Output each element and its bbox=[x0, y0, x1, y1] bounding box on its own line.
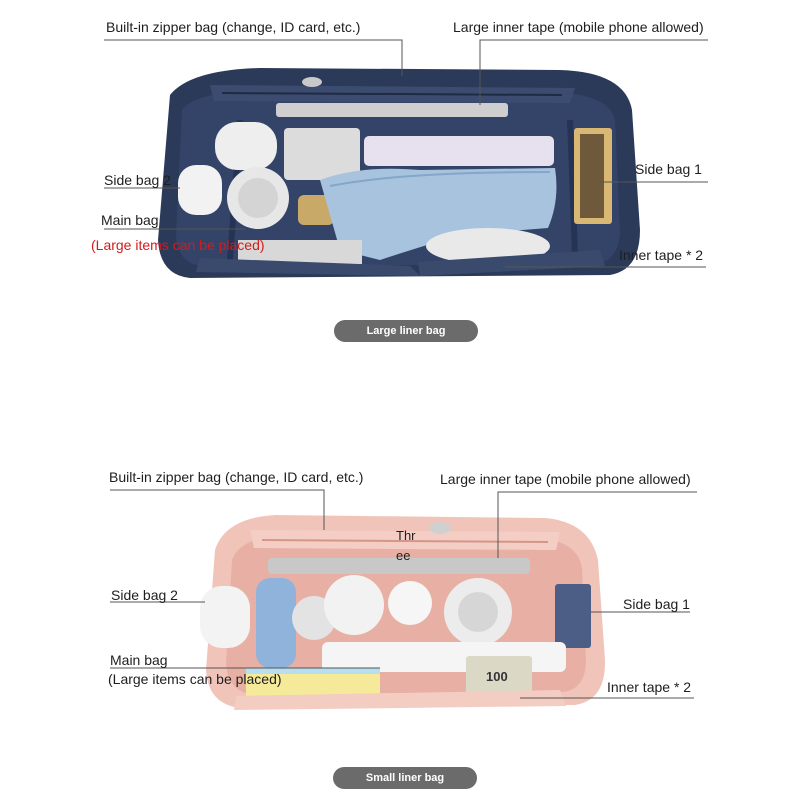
zipper-pull bbox=[302, 77, 322, 87]
gold-compact bbox=[298, 195, 334, 225]
glasses-case bbox=[426, 228, 550, 264]
sticky-notes bbox=[246, 668, 380, 700]
umbrella-item bbox=[320, 168, 557, 260]
jar-small-2 bbox=[324, 575, 384, 635]
cream-jar bbox=[215, 122, 277, 170]
blue-compact bbox=[256, 578, 296, 668]
perfume-box bbox=[284, 128, 360, 180]
jar-small-3 bbox=[388, 581, 432, 625]
label-three-cont: ee bbox=[396, 548, 411, 563]
card-item bbox=[555, 584, 591, 648]
small-liner-bag-panel: Built-in zipper bag (change, ID card, et… bbox=[0, 400, 800, 800]
front-item bbox=[238, 240, 362, 264]
top-leader-lines bbox=[104, 39, 708, 268]
label-side-bag-1: Side bag 1 bbox=[635, 161, 702, 177]
large-liner-bag-photo bbox=[104, 39, 708, 278]
large-liner-bag-panel: Built-in zipper bag (change, ID card, et… bbox=[91, 19, 708, 342]
label-zipper-bag: Built-in zipper bag (change, ID card, et… bbox=[106, 19, 361, 35]
small-liner-bag-photo bbox=[110, 489, 697, 710]
label-three: Thr bbox=[396, 528, 416, 543]
label-main-bag-small: Main bag bbox=[110, 652, 168, 668]
inner-tape-left bbox=[196, 258, 420, 276]
label-large-inner-tape-small: Large inner tape (mobile phone allowed) bbox=[440, 471, 691, 487]
money-roll bbox=[466, 656, 532, 696]
label-main-bag-note-small: (Large items can be placed) bbox=[108, 671, 282, 687]
bottle-item-small bbox=[200, 586, 250, 648]
phone-item-small bbox=[268, 558, 530, 574]
label-side-bag-2: Side bag 2 bbox=[104, 172, 171, 188]
zipper-line-small bbox=[261, 539, 549, 543]
label-inner-tape-2-small: Inner tape * 2 bbox=[607, 679, 692, 695]
caption-pill-large: Large liner bag bbox=[334, 320, 478, 342]
pencil-case bbox=[364, 136, 554, 166]
label-main-bag: Main bag bbox=[101, 212, 159, 228]
zipper-pull-small bbox=[429, 522, 451, 534]
right-divider bbox=[567, 119, 578, 256]
phone-item bbox=[276, 103, 508, 117]
inner-tape-small bbox=[234, 690, 566, 710]
label-main-bag-note: (Large items can be placed) bbox=[91, 237, 265, 253]
inner-tape-right bbox=[418, 250, 605, 276]
label-side-bag-1-small: Side bag 1 bbox=[623, 596, 690, 612]
bottom-leader-lines bbox=[110, 489, 697, 699]
money-label: 100 bbox=[486, 669, 508, 684]
label-inner-tape-2: Inner tape * 2 bbox=[619, 247, 704, 263]
label-large-inner-tape: Large inner tape (mobile phone allowed) bbox=[453, 19, 704, 35]
label-side-bag-2-small: Side bag 2 bbox=[111, 587, 178, 603]
caption-pill-small: Small liner bag bbox=[333, 767, 477, 789]
zipper-line bbox=[221, 92, 563, 96]
label-zipper-bag-small: Built-in zipper bag (change, ID card, et… bbox=[109, 469, 364, 485]
bottle-item bbox=[178, 165, 222, 215]
